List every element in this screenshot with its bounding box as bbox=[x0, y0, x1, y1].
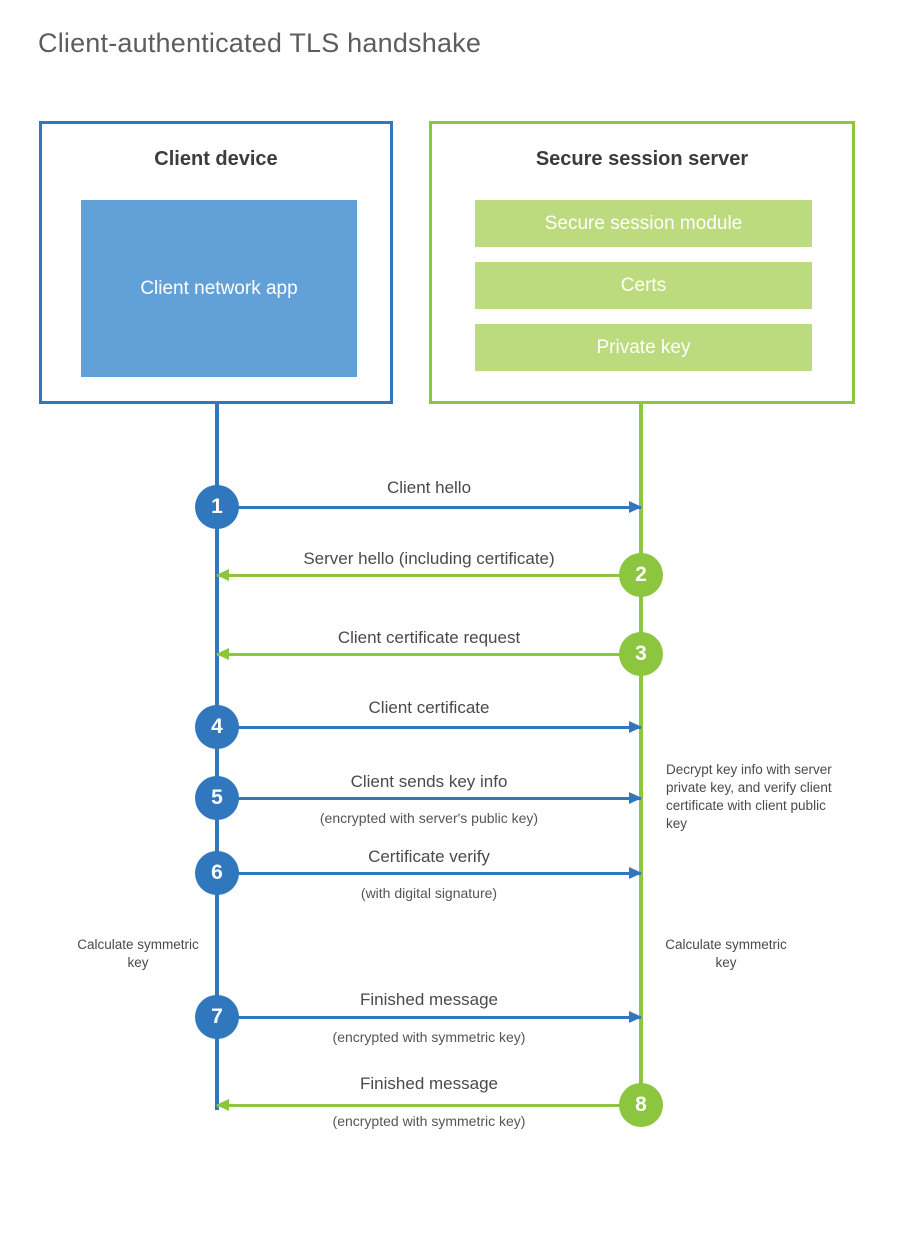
server-component-secure-session-module: Secure session module bbox=[475, 200, 812, 247]
client-calculate-symmetric-key-annotation: Calculate symmetric key bbox=[77, 937, 199, 970]
step-3-arrow-head bbox=[216, 648, 229, 660]
server-decrypt-annotation: Decrypt key info with server private key… bbox=[666, 762, 832, 831]
step-4-arrow-shaft bbox=[217, 726, 641, 729]
step-6-circle[interactable]: 6 bbox=[195, 851, 239, 895]
step-4-arrow bbox=[217, 721, 642, 733]
step-4-arrow-head bbox=[629, 721, 642, 733]
server-components-list: Secure session module Certs Private key bbox=[475, 200, 812, 371]
step-1-label: Client hello bbox=[386, 478, 472, 497]
step-8-arrow-head bbox=[216, 1099, 229, 1111]
step-5-label: Client sends key info bbox=[350, 772, 508, 791]
step-1-arrow-head bbox=[629, 501, 642, 513]
step-2-label: Server hello (including certificate) bbox=[303, 549, 555, 568]
step-6-arrow-shaft bbox=[217, 872, 641, 875]
client-device-title: Client device bbox=[154, 148, 278, 170]
step-6-label: Certificate verify bbox=[368, 847, 490, 866]
step-5-circle[interactable]: 5 bbox=[195, 776, 239, 820]
client-network-app-block: Client network app bbox=[81, 200, 357, 377]
step-2-arrow-head bbox=[216, 569, 229, 581]
server-component-private-key: Private key bbox=[475, 324, 812, 371]
step-2-circle[interactable]: 2 bbox=[619, 553, 663, 597]
step-8-label: Finished message bbox=[360, 1074, 498, 1093]
client-device-box: Client device Client network app bbox=[39, 121, 393, 404]
step-8-sublabel: (encrypted with symmetric key) bbox=[332, 1113, 526, 1129]
step-8-arrow-shaft bbox=[217, 1104, 641, 1107]
step-8-circle[interactable]: 8 bbox=[619, 1083, 663, 1127]
step-5-arrow bbox=[217, 792, 642, 804]
step-1-arrow-shaft bbox=[217, 506, 641, 509]
client-lifeline bbox=[215, 404, 219, 1110]
step-2-arrow bbox=[216, 569, 641, 581]
step-7-arrow bbox=[217, 1011, 642, 1023]
step-3-label: Client certificate request bbox=[337, 628, 521, 647]
step-6-sublabel: (with digital signature) bbox=[360, 885, 498, 901]
step-5-arrow-head bbox=[629, 792, 642, 804]
server-calculate-symmetric-key-annotation: Calculate symmetric key bbox=[665, 937, 787, 970]
server-component-certs: Certs bbox=[475, 262, 812, 309]
secure-session-server-box: Secure session server Secure session mod… bbox=[429, 121, 855, 404]
step-7-arrow-head bbox=[629, 1011, 642, 1023]
step-6-arrow-head bbox=[629, 867, 642, 879]
step-3-arrow bbox=[216, 648, 641, 660]
step-1-circle[interactable]: 1 bbox=[195, 485, 239, 529]
step-4-circle[interactable]: 4 bbox=[195, 705, 239, 749]
step-3-circle[interactable]: 3 bbox=[619, 632, 663, 676]
step-5-arrow-shaft bbox=[217, 797, 641, 800]
step-7-sublabel: (encrypted with symmetric key) bbox=[332, 1029, 526, 1045]
server-lifeline bbox=[639, 404, 643, 1106]
page-title: Client-authenticated TLS handshake bbox=[38, 28, 482, 58]
step-2-arrow-shaft bbox=[217, 574, 641, 577]
secure-session-server-title: Secure session server bbox=[535, 148, 749, 170]
step-6-arrow bbox=[217, 867, 642, 879]
step-7-circle[interactable]: 7 bbox=[195, 995, 239, 1039]
step-3-arrow-shaft bbox=[217, 653, 641, 656]
step-5-sublabel: (encrypted with server's public key) bbox=[319, 810, 539, 826]
step-7-label: Finished message bbox=[360, 990, 498, 1009]
step-1-arrow bbox=[217, 501, 642, 513]
step-7-arrow-shaft bbox=[217, 1016, 641, 1019]
step-4-label: Client certificate bbox=[368, 698, 490, 717]
step-8-arrow bbox=[216, 1099, 641, 1111]
